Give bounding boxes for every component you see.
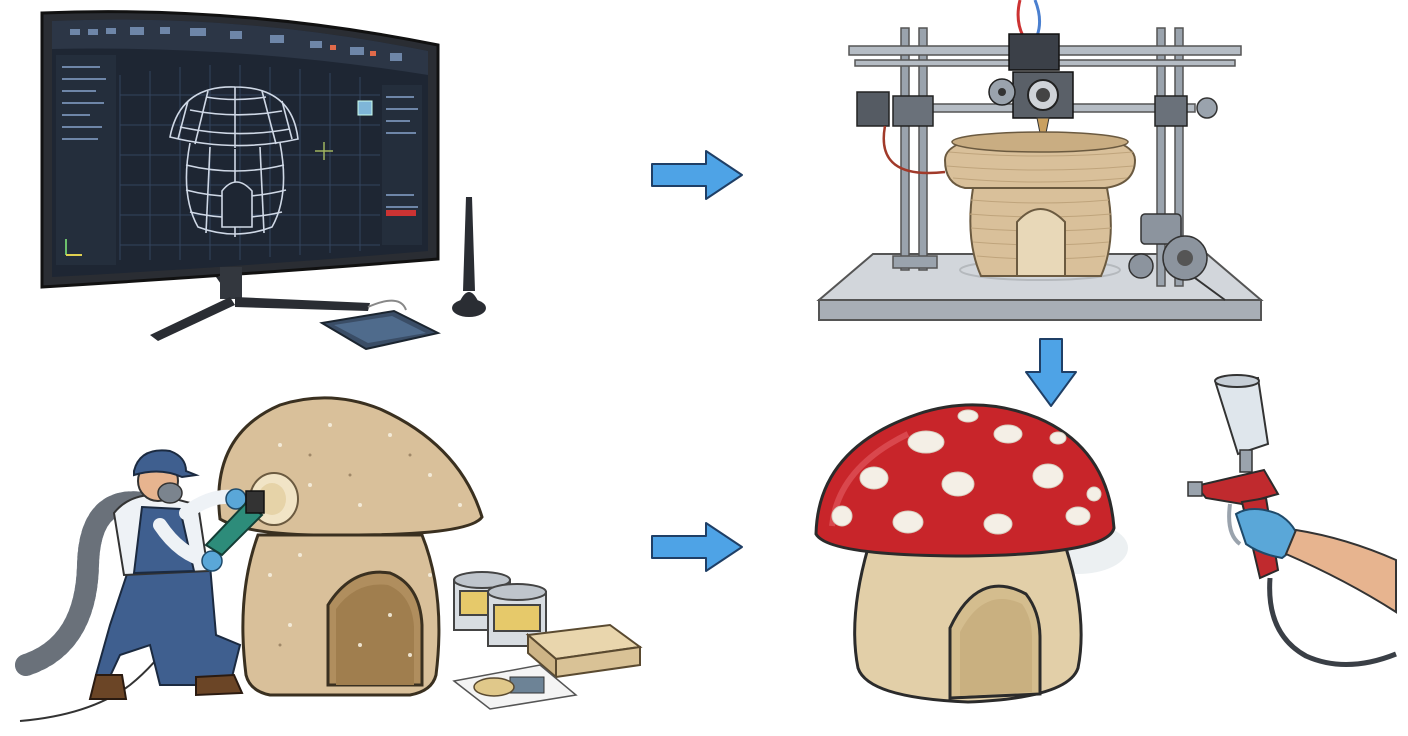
painted-mushroom-house-icon	[814, 403, 1128, 704]
cad-workstation-panel	[30, 5, 500, 350]
arrow-right-top	[648, 148, 746, 202]
sanding-worker-panel	[10, 395, 650, 731]
arrow-right-icon	[651, 522, 743, 572]
arrow-down-icon	[1025, 338, 1077, 407]
arrow-down-right	[1022, 336, 1080, 410]
sanding-worker-icon	[15, 396, 643, 722]
arrow-right-bottom	[648, 520, 746, 574]
painted-mushroom-panel	[808, 398, 1128, 714]
spray-gun-icon	[1187, 374, 1397, 667]
spray-gun-panel	[1186, 374, 1398, 680]
3d-printer-panel	[815, 0, 1265, 328]
cad-workstation-icon	[40, 10, 486, 350]
3d-printer-icon	[816, 0, 1264, 321]
arrow-right-icon	[651, 150, 743, 200]
